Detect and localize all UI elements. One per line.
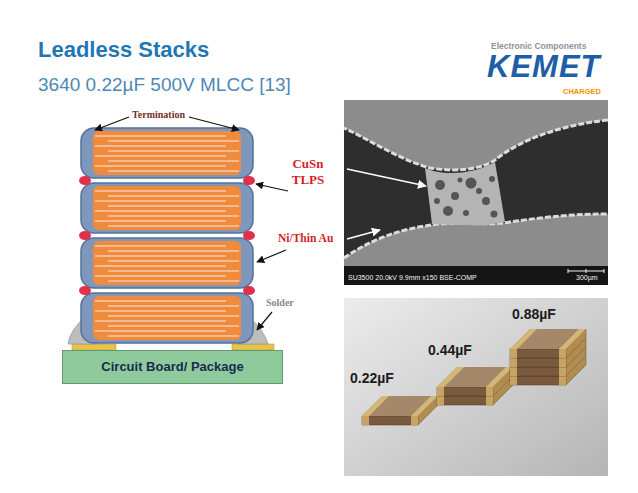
leader-line [257,312,272,330]
tlps-joint [79,286,91,295]
tlps-joint [243,286,255,295]
mlcc-chip [81,128,253,178]
pore [451,192,459,200]
sem-tlps-joint [425,162,505,225]
pore [434,198,440,204]
leader-line [256,184,288,191]
pore [458,178,463,183]
tlps-joint [243,231,255,240]
leader-line [347,169,426,186]
pore [466,178,477,189]
pore [463,210,469,216]
tlps-joint [79,231,91,240]
logo-slogan-box: CHARGED [563,87,601,96]
scale-bar [568,269,604,273]
scale-bar-tick [604,269,605,273]
tlps-joint [79,176,91,185]
leader-line [257,250,286,262]
callout-label: CuSn TLPS [284,156,332,187]
photo-chip [510,329,586,358]
slide-title: Leadless Stacks [38,37,209,63]
callout-label-box: Termination [132,109,185,121]
scale-bar-tick [568,269,569,273]
mlcc-chip [81,238,253,288]
leader-line [95,117,129,130]
micrograph-info: SU3500 20.0kV 9.9mm x150 BSE-COMP [348,274,477,282]
tlps-joint [243,176,255,185]
leader-line [347,230,380,239]
sem-info-band [344,266,608,285]
photo-chip [437,367,513,396]
capacitance-label-box: 0.22µF [350,370,394,387]
leader-lines [347,169,426,239]
photo-background [344,298,608,476]
sem-micrograph [344,100,608,285]
callout-label: Termination [132,109,185,121]
capacitance-label: 0.88µF [512,306,556,323]
sem-termination [344,100,608,170]
capacitance-label: 0.22µF [350,370,394,387]
scale-label-box: 300µm [576,274,598,282]
capacitance-label-box: 0.44µF [428,342,472,359]
mlcc-chip [81,293,253,343]
callout-label-box: CuSn TLPS [284,156,332,187]
capacitance-label: 0.44µF [428,342,472,359]
leader-lines [95,117,288,330]
sem-plating [344,120,608,170]
logo-slogan: CHARGED [563,87,601,96]
callout-label-box: Ni/Thin Au [278,232,333,246]
board-label: Circuit Board/ Package [101,359,243,375]
sem-pores [434,176,498,218]
pore [476,188,482,194]
scale-label: 300µm [576,274,598,282]
pore [435,180,445,190]
slide-subtitle: 3640 0.22µF 500V MLCC [13] [38,74,291,97]
circuit-board: Circuit Board/ Package [62,350,283,384]
callout-label-box: Solder [266,297,294,309]
sem-background [344,100,608,285]
callout-label: Ni/Thin Au [278,232,333,246]
title-box: Leadless Stacks [38,37,209,63]
mlcc-chip [81,183,253,233]
stack-photo [344,298,608,476]
pore [443,206,453,216]
tlps-joints [79,176,255,295]
slide-subtitle-box: 3640 0.22µF 500V MLCC [13] [38,74,291,97]
pore [489,176,495,182]
logo-wordmark: KEMET [487,50,601,84]
pore [482,197,490,205]
scale-bar-tick [586,269,587,273]
photo-chip [362,396,438,425]
leader-line [189,117,239,130]
micrograph-info-box: SU3500 20.0kV 9.9mm x150 BSE-COMP [348,274,477,282]
capacitance-label-box: 0.88µF [512,306,556,323]
logo-wordmark-box: KEMET [487,50,601,84]
pore [491,211,498,218]
callout-label: Solder [266,297,294,309]
